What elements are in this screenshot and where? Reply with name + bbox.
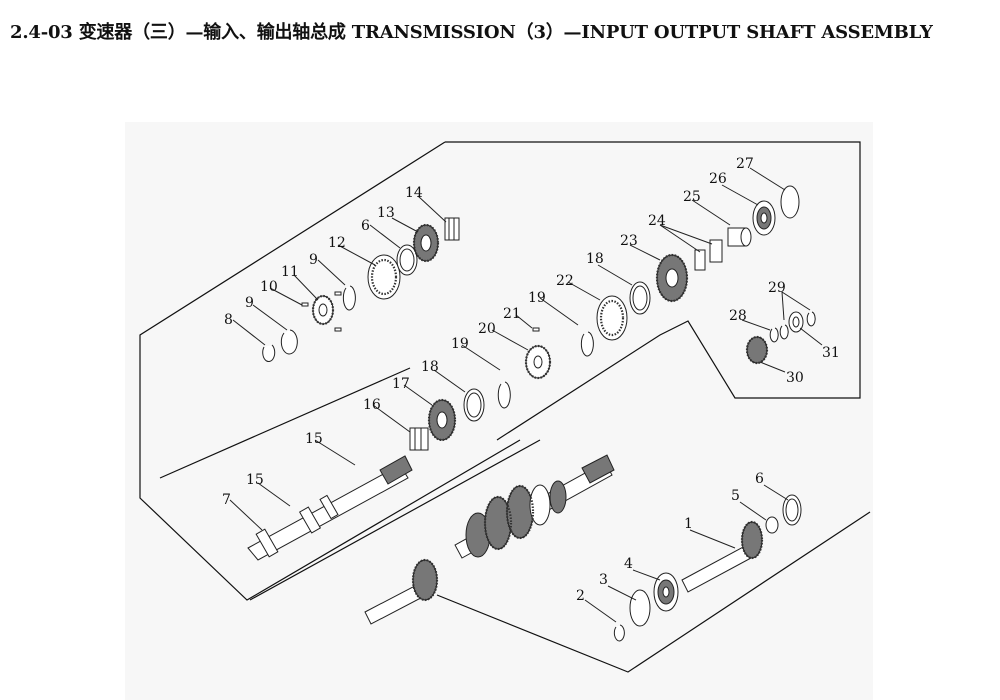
- part-26-bearing: [752, 200, 776, 236]
- part-1-input-shaft: [681, 520, 764, 593]
- callout-15b: 15: [246, 472, 264, 488]
- callout-19a: 19: [451, 336, 469, 352]
- callout-6-upper: 6: [361, 218, 370, 234]
- diagram-background: [125, 122, 873, 700]
- part-2-snap-ring: [613, 624, 625, 642]
- callout-19b: 19: [528, 290, 546, 306]
- part-24-needle-bearing: [694, 239, 723, 271]
- callout-6-input: 6: [755, 471, 764, 487]
- part-17-gear: [427, 398, 457, 442]
- part-4-bearing: [653, 572, 679, 612]
- callout-11: 11: [281, 264, 299, 280]
- callout-21: 21: [503, 306, 521, 322]
- callout-22: 22: [556, 273, 574, 289]
- callout-8: 8: [224, 312, 233, 328]
- callout-14: 14: [405, 185, 423, 201]
- part-16-needle-bearing: [409, 427, 429, 451]
- callout-17: 17: [392, 376, 410, 392]
- part-6-bearing-ring: [396, 244, 418, 276]
- page-title: 2.4-03 变速器（三）—输入、输出轴总成 TRANSMISSION（3）—I…: [10, 22, 933, 43]
- part-8-snap-ring: [262, 344, 276, 362]
- assembled-shaft-view: [364, 454, 615, 625]
- part-30-gear: [745, 335, 769, 365]
- part-28-snap-ring: [769, 327, 779, 343]
- callout-3: 3: [599, 572, 608, 588]
- callout-28: 28: [729, 308, 747, 324]
- callout-2: 2: [576, 588, 585, 604]
- callout-13: 13: [377, 205, 395, 221]
- callout-18b: 18: [586, 251, 604, 267]
- part-31-bearing: [788, 311, 804, 333]
- callout-5: 5: [731, 488, 740, 504]
- leader-lines: [229, 167, 823, 623]
- part-19-snap-ring: [497, 381, 511, 409]
- callout-7: 7: [222, 492, 231, 508]
- subassembly-divider: [249, 439, 541, 601]
- callout-23: 23: [620, 233, 638, 249]
- part-10-key: [301, 302, 309, 307]
- callout-16: 16: [363, 397, 381, 413]
- callout-1: 1: [684, 516, 693, 532]
- part-18-synchronizer-ring: [463, 388, 485, 422]
- part-18b-synchronizer-ring: [629, 281, 651, 315]
- callout-12: 12: [328, 235, 346, 251]
- part-5-needle-bearing: [765, 516, 779, 534]
- callout-15a: 15: [305, 431, 323, 447]
- callout-27: 27: [736, 156, 754, 172]
- callout-30: 30: [786, 370, 804, 386]
- part-23-gear: [655, 253, 689, 303]
- part-25-sleeve: [727, 227, 752, 247]
- output-shaft-group-outline: [445, 141, 861, 441]
- part-14-needle-bearing: [444, 217, 460, 241]
- part-29-snap-ring: [779, 311, 816, 340]
- callout-10: 10: [260, 279, 278, 295]
- callout-26: 26: [709, 171, 727, 187]
- callout-20: 20: [478, 321, 496, 337]
- part-13-gear: [412, 223, 440, 263]
- part-9-snap-ring: [280, 329, 298, 355]
- output-shaft-group-outline-left: [139, 141, 521, 601]
- part-6b-synchronizer-ring: [782, 494, 802, 526]
- part-11-synchronizer-hub: [311, 291, 342, 332]
- part-12-synchronizer-sleeve: [367, 254, 401, 300]
- part-7-output-shaft: [247, 455, 413, 561]
- part-9b-snap-ring: [342, 285, 356, 311]
- part-20-synchronizer-hub: [524, 344, 552, 380]
- callout-9b: 9: [309, 252, 318, 268]
- callout-24: 24: [648, 213, 666, 229]
- part-19b-snap-ring: [580, 331, 594, 357]
- callout-labels: 1 2 3 4 5 6 6 7 8 9 9 10 11 12 13 14 15 …: [222, 156, 840, 604]
- part-21-key: [532, 327, 540, 332]
- callout-31: 31: [822, 345, 840, 361]
- part-22-synchronizer-sleeve: [596, 295, 628, 341]
- input-shaft-group-outline: [436, 511, 871, 673]
- part-3-snap-ring: [629, 589, 651, 627]
- part-27-snap-ring: [780, 185, 800, 219]
- callout-29: 29: [768, 280, 786, 296]
- callout-9a: 9: [245, 295, 254, 311]
- callout-25: 25: [683, 189, 701, 205]
- callout-18a: 18: [421, 359, 439, 375]
- callout-4: 4: [624, 556, 633, 572]
